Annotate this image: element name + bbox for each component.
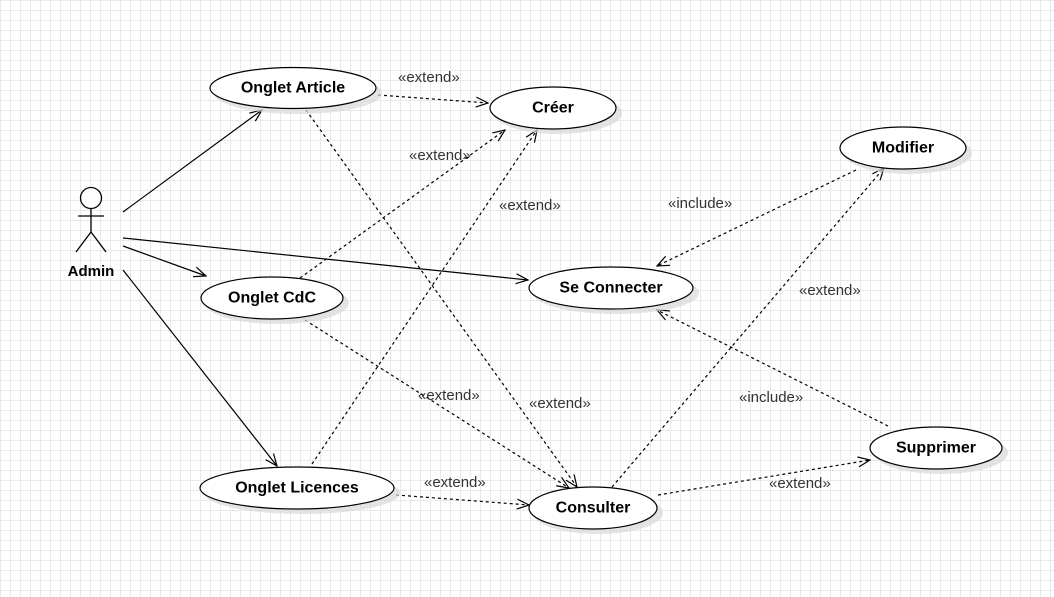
- label-extend-onglet-licences-consulter: «extend»: [424, 474, 486, 491]
- actor-admin[interactable]: Admin: [68, 186, 115, 281]
- association-admin-onglet-licences[interactable]: [122, 269, 277, 466]
- use-case-label: Supprimer: [896, 440, 976, 457]
- label-extend-onglet-cdc-creer: «extend»: [409, 147, 471, 164]
- extend-consulter-supprimer[interactable]: [657, 460, 870, 496]
- extend-onglet-cdc-creer[interactable]: [299, 130, 505, 279]
- association-admin-onglet-cdc[interactable]: [122, 245, 206, 276]
- extend-onglet-article-consulter[interactable]: [305, 109, 577, 487]
- extend-onglet-article-creer[interactable]: [377, 94, 488, 103]
- use-case-se-connecter[interactable]: Se Connecter: [528, 266, 699, 314]
- label-include-modifier-se-connecter: «include»: [668, 195, 732, 212]
- label-extend-consulter-supprimer: «extend»: [769, 475, 831, 492]
- use-case-supprimer[interactable]: Supprimer: [869, 426, 1008, 474]
- association-admin-onglet-article[interactable]: [122, 110, 262, 213]
- label-extend-onglet-licences-creer: «extend»: [499, 197, 561, 214]
- use-case-consulter[interactable]: Consulter: [528, 486, 663, 534]
- use-case-label: Modifier: [872, 140, 934, 157]
- extend-onglet-licences-consulter[interactable]: [395, 494, 529, 505]
- use-case-onglet-cdc[interactable]: Onglet CdC: [200, 276, 349, 324]
- use-case-label: Se Connecter: [559, 280, 662, 297]
- use-case-label: Onglet CdC: [228, 290, 316, 307]
- use-case-modifier[interactable]: Modifier: [839, 126, 972, 174]
- use-case-label: Onglet Article: [241, 80, 345, 97]
- include-modifier-se-connecter[interactable]: [657, 169, 857, 266]
- stick-figure-icon: [75, 186, 107, 253]
- use-case-label: Créer: [532, 100, 574, 117]
- label-extend-onglet-cdc-consulter: «extend»: [418, 387, 480, 404]
- include-supprimer-se-connecter[interactable]: [657, 310, 889, 427]
- label-extend-onglet-article-consulter: «extend»: [529, 395, 591, 412]
- extend-consulter-modifier[interactable]: [611, 168, 884, 488]
- extend-onglet-licences-creer[interactable]: [311, 130, 537, 465]
- use-case-creer[interactable]: Créer: [489, 86, 622, 134]
- use-case-onglet-article[interactable]: Onglet Article: [209, 66, 382, 115]
- actor-label: Admin: [68, 263, 115, 280]
- use-case-label: Onglet Licences: [235, 480, 359, 497]
- label-include-supprimer-se-connecter: «include»: [739, 389, 803, 406]
- use-case-label: Consulter: [556, 500, 631, 517]
- label-extend-onglet-article-creer: «extend»: [398, 69, 460, 86]
- label-extend-consulter-modifier: «extend»: [799, 282, 861, 299]
- use-case-onglet-licences[interactable]: Onglet Licences: [199, 466, 400, 514]
- extend-onglet-cdc-consulter[interactable]: [304, 319, 569, 488]
